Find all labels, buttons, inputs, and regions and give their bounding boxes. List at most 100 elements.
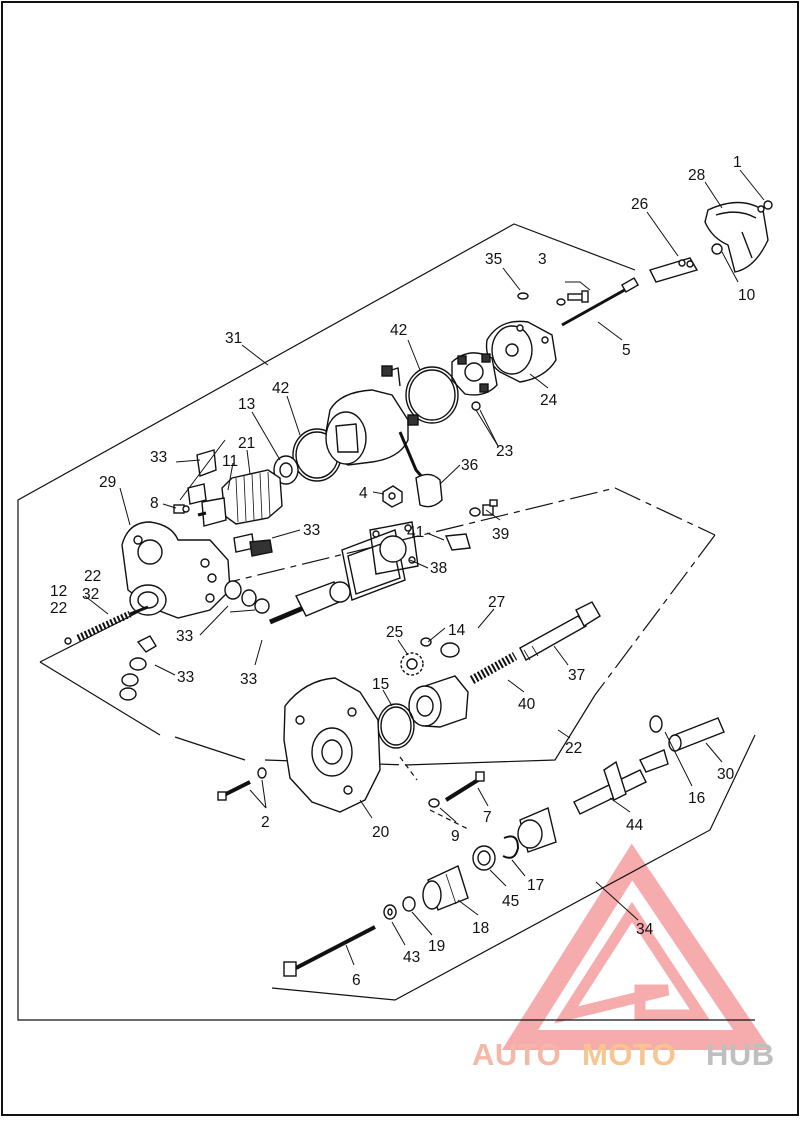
clip-part-41	[444, 533, 471, 551]
callout-30: 30	[717, 766, 735, 783]
washer-part-43	[383, 904, 397, 920]
pinion-gear-part-18	[422, 865, 469, 911]
callout-15: 15	[372, 676, 389, 693]
callout-3: 3	[538, 251, 547, 268]
callout-26: 26	[631, 196, 648, 213]
brush-clip-part-33-middle	[233, 533, 273, 557]
callout-33-bottom: 33	[240, 671, 257, 688]
callout-20: 20	[372, 824, 390, 841]
armature-part-21	[197, 469, 283, 527]
screw-part-8	[173, 504, 190, 514]
o-ring-part-42-upper	[405, 366, 459, 424]
callout-16: 16	[688, 790, 705, 807]
callout-18: 18	[472, 920, 489, 937]
watermark-text-moto: MOTO	[582, 1037, 676, 1072]
callout-17: 17	[527, 877, 544, 894]
shaft-part-37	[519, 601, 601, 661]
field-frame-housing	[325, 365, 425, 479]
callout-13: 13	[238, 396, 255, 413]
leader-lines	[84, 169, 765, 966]
callout-9: 9	[451, 828, 460, 845]
clutch-assembly	[408, 675, 469, 728]
gear-part-25	[400, 652, 424, 676]
callout-44: 44	[626, 817, 644, 834]
housing-part-29	[121, 521, 231, 619]
washer-part-33-middle	[224, 580, 270, 614]
callout-23: 23	[496, 443, 513, 460]
washer-part-33-lower	[119, 635, 157, 701]
o-ring-part-15	[377, 703, 415, 749]
clip-part-17	[502, 835, 520, 859]
brush-part-33-upper	[187, 449, 217, 505]
link-part-26	[649, 257, 699, 283]
screw-part-1	[757, 200, 773, 213]
nut-part-4	[382, 485, 403, 508]
callout-8: 8	[150, 495, 159, 512]
watermark-triangle	[501, 843, 771, 1050]
group-31-frame	[17, 223, 755, 1021]
callout-42-upper: 42	[390, 322, 407, 339]
group-22-frame	[167, 487, 716, 598]
callout-25: 25	[386, 624, 403, 641]
plunger	[269, 581, 351, 625]
callout-19: 19	[428, 938, 445, 955]
watermark-text-auto: AUTO	[472, 1037, 561, 1072]
callout-33-middle: 33	[303, 522, 320, 539]
spring-part-45	[472, 845, 496, 871]
callout-21: 21	[238, 435, 255, 452]
watermark-text-hub: HUB	[706, 1037, 775, 1072]
callout-39: 39	[492, 526, 509, 543]
callout-14: 14	[448, 622, 466, 639]
callout-22-left-lower: 22	[50, 600, 67, 617]
spring-part-32	[64, 605, 149, 645]
nut-part-9	[428, 798, 440, 808]
assembly-group-frames	[17, 223, 756, 1021]
ring-part-16	[649, 715, 663, 733]
nose-housing-part-20	[283, 677, 381, 813]
callout-5: 5	[622, 342, 631, 359]
ring-part-35	[517, 292, 529, 300]
shaft-part-44	[573, 749, 669, 815]
callout-2: 2	[261, 814, 270, 831]
callout-32: 32	[82, 586, 99, 603]
callout-45: 45	[502, 893, 519, 910]
bushing	[517, 807, 557, 853]
callout-33-housing: 33	[176, 628, 193, 645]
callout-24: 24	[540, 392, 558, 409]
callout-22-left-upper: 22	[84, 568, 101, 585]
callout-35: 35	[485, 251, 502, 268]
bolt-part-7	[444, 771, 485, 802]
roller-part-14	[420, 637, 460, 658]
callout-33-lower: 33	[177, 669, 194, 686]
callout-31: 31	[225, 330, 242, 347]
callout-7: 7	[483, 809, 492, 826]
screw-part-39	[469, 499, 498, 517]
callout-40: 40	[518, 696, 536, 713]
parts	[64, 200, 773, 977]
callout-4: 4	[359, 485, 368, 502]
end-cover-part-28	[704, 201, 769, 273]
callout-22-group: 22	[565, 740, 582, 757]
brush-holder-part-23	[451, 352, 498, 411]
callout-11: 11	[222, 453, 238, 470]
callout-36: 36	[461, 457, 478, 474]
callout-6: 6	[352, 972, 361, 989]
screw-part-3	[556, 290, 589, 306]
callout-10: 10	[738, 287, 756, 304]
callout-34: 34	[636, 921, 654, 938]
nut-part-10	[711, 243, 723, 255]
callout-labels: 1 28 26 10 35 3 5 31 42 24 13 42 23 21 3…	[50, 154, 756, 989]
washer-part-19	[402, 896, 416, 912]
bearing-part-13	[273, 455, 299, 485]
callout-28: 28	[688, 167, 705, 184]
bolt-part-6	[283, 925, 376, 977]
stud-part-5	[561, 277, 640, 327]
group-34-frame	[271, 734, 756, 1001]
callout-43: 43	[403, 949, 420, 966]
bolt-part-2	[217, 767, 267, 801]
callout-33-upper: 33	[150, 449, 167, 466]
callout-1: 1	[733, 154, 742, 171]
callout-12: 12	[50, 583, 67, 600]
